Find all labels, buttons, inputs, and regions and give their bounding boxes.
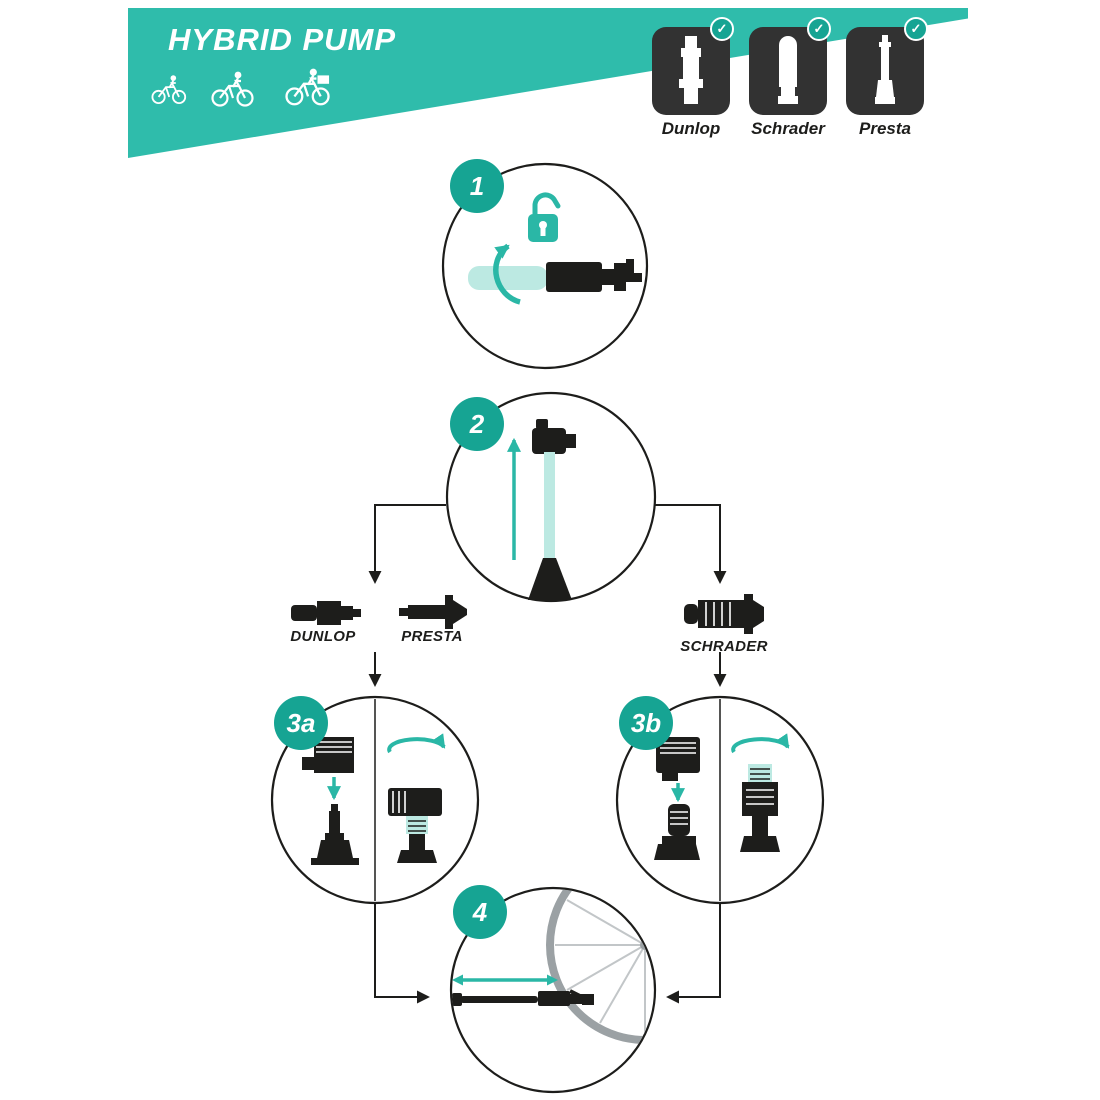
step4-circle xyxy=(449,886,657,1094)
valve-label-schrader: Schrader xyxy=(751,119,825,138)
screw-rotate-arrow xyxy=(731,733,790,754)
cyclist-icons xyxy=(151,67,330,107)
step1-circle xyxy=(441,162,649,370)
valve-card-dunlop xyxy=(652,27,730,115)
check-icon: ✓ xyxy=(807,17,831,41)
presta-valve xyxy=(399,595,467,629)
valve-label-dunlop: Dunlop xyxy=(661,119,721,138)
pump-stroke-arrow xyxy=(452,974,558,986)
valve-card-schrader xyxy=(749,27,827,115)
branch-label-schrader: SCHRADER xyxy=(680,638,768,655)
check-icon: ✓ xyxy=(710,17,734,41)
step1-badge: 1 xyxy=(450,159,504,213)
step3b-illustration xyxy=(654,733,790,860)
step2-illustration xyxy=(507,419,576,600)
step3a-badge: 3a xyxy=(274,696,328,750)
hose xyxy=(544,452,555,560)
dunlop-valve xyxy=(291,601,361,625)
step3a-illustration xyxy=(302,733,446,865)
valve-card-presta xyxy=(846,27,924,115)
pump-base xyxy=(528,558,572,600)
pump-handle xyxy=(468,266,548,290)
screw-rotate-arrow xyxy=(387,733,446,754)
dunlop-valve-icon xyxy=(679,36,703,104)
check-icon: ✓ xyxy=(904,17,928,41)
schrader-valve-icon xyxy=(778,36,798,104)
hose-head xyxy=(532,428,566,454)
presta-valve-icon xyxy=(875,35,895,104)
pump-body xyxy=(546,262,602,292)
rotate-arrow xyxy=(493,243,521,305)
step3b-badge: 3b xyxy=(619,696,673,750)
schrader-valve xyxy=(684,594,764,634)
step2-badge: 2 xyxy=(450,397,504,451)
step4-badge: 4 xyxy=(453,885,507,939)
bike-basket xyxy=(317,75,330,84)
step1-illustration xyxy=(468,192,642,305)
branch-label-dunlop: DUNLOP xyxy=(290,628,356,645)
page-title: HYBRID PUMP xyxy=(168,22,397,57)
cyclist-city-icon xyxy=(285,67,330,106)
unlock-icon xyxy=(528,192,561,242)
valve-label-presta: Presta xyxy=(859,119,911,138)
branch-label-presta: PRESTA xyxy=(401,628,463,645)
flow-connectors xyxy=(368,504,727,1004)
pump-on-valve xyxy=(452,989,594,1006)
